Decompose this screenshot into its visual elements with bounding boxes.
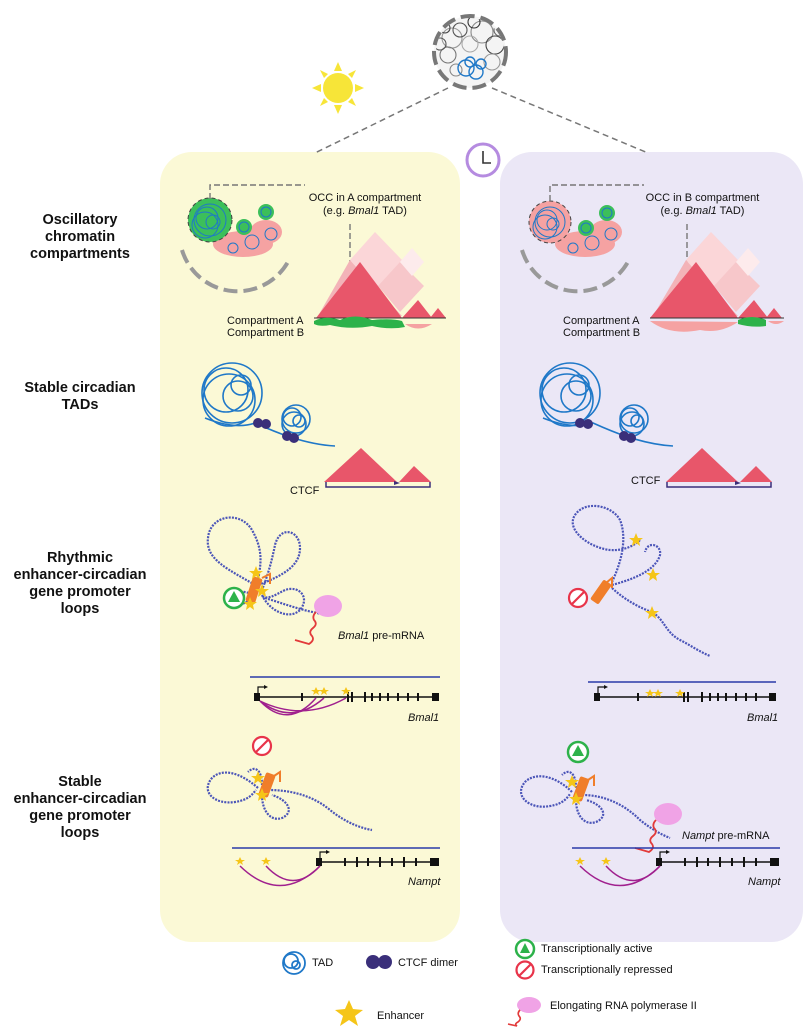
legend-repressed-label: Transcriptionally repressed <box>541 964 673 976</box>
night-premrna <box>634 819 657 853</box>
legend-tad-label: TAD <box>312 957 334 969</box>
tad-icon <box>282 951 306 975</box>
night-occ-callout <box>549 184 644 201</box>
day-rhythmic-chromatin <box>206 516 331 617</box>
day-polymerase-icon <box>314 595 342 617</box>
day-bmal1-label: Bmal1 <box>408 712 440 724</box>
repressed-icon-day <box>251 735 273 757</box>
day-occ-callout <box>209 184 305 199</box>
night-compartment-a-label: Compartment A <box>563 315 640 327</box>
legend-enhancer-label: Enhancer <box>377 1010 425 1022</box>
night-rhythmic-promoter <box>590 575 613 604</box>
day-rhythmic-promoter <box>245 572 271 604</box>
sun-icon <box>312 62 364 114</box>
nucleus-to-day-line <box>314 87 449 154</box>
night-premrna-label: Nampt pre-mRNA <box>682 830 770 842</box>
night-ctcf-dimers <box>575 418 636 443</box>
day-rhythmic-enhancers <box>243 566 269 610</box>
day-compartment-a-label: Compartment A <box>227 315 304 327</box>
legend-active-label: Transcriptionally active <box>541 943 653 955</box>
night-occ-label: OCC in B compartment (e.g. Bmal1 TAD) <box>645 192 760 217</box>
day-ctcf-label: CTCF <box>290 485 320 497</box>
day-ctcf-tads <box>324 448 431 488</box>
day-nampt-label: Nampt <box>408 876 441 888</box>
night-ctcf-tads <box>666 448 772 488</box>
night-tad-loops <box>539 362 674 447</box>
day-tad-loops <box>201 362 336 447</box>
day-occ-label: OCC in A compartment (e.g. Bmal1 TAD) <box>308 192 422 217</box>
day-nampt-track <box>232 847 440 887</box>
night-compartment-b-label: Compartment B <box>563 327 641 339</box>
active-icon <box>222 586 246 610</box>
night-stable-enhancers <box>565 775 583 805</box>
day-premrna <box>294 611 317 645</box>
nucleus-icon <box>432 14 508 90</box>
ctcf-dimer-icon <box>366 955 392 969</box>
night-stable-chromatin <box>519 770 671 840</box>
night-occ-cluster <box>520 200 632 294</box>
day-bmal1-track <box>250 676 440 716</box>
night-panel <box>500 152 803 942</box>
legend-polymerase-label: Elongating RNA polymerase II <box>550 1000 697 1012</box>
legend-active-icon <box>514 938 536 960</box>
legend-repressed-icon <box>515 960 535 980</box>
night-rhythmic-enhancers <box>629 533 660 619</box>
day-tad-heatmap <box>314 232 446 329</box>
clock-icon <box>465 142 501 178</box>
day-stable-enhancers <box>251 771 269 801</box>
day-panel <box>160 152 460 942</box>
day-compartment-b-label: Compartment B <box>227 327 305 339</box>
day-occ-cluster <box>180 197 292 294</box>
night-bmal1-track <box>588 681 776 702</box>
nucleus-to-night-line <box>491 87 649 154</box>
night-nampt-track <box>572 847 780 887</box>
repressed-icon <box>567 587 589 609</box>
night-tad-heatmap <box>650 232 784 332</box>
legend-ctcf-label: CTCF dimer <box>398 957 458 969</box>
night-ctcf-label: CTCF <box>631 475 661 487</box>
night-polymerase-icon <box>654 803 682 825</box>
night-rhythmic-chromatin <box>571 504 711 658</box>
day-premrna-label: Bmal1 pre-mRNA <box>338 630 425 642</box>
day-stable-chromatin <box>206 767 373 832</box>
night-bmal1-label: Bmal1 <box>747 712 779 724</box>
night-active-icon <box>566 740 590 764</box>
day-ctcf-dimers <box>253 418 299 443</box>
enhancer-star-icon <box>335 1000 363 1026</box>
polymerase-icon <box>507 997 541 1027</box>
night-nampt-label: Nampt <box>748 876 781 888</box>
moon-icon <box>622 72 648 106</box>
